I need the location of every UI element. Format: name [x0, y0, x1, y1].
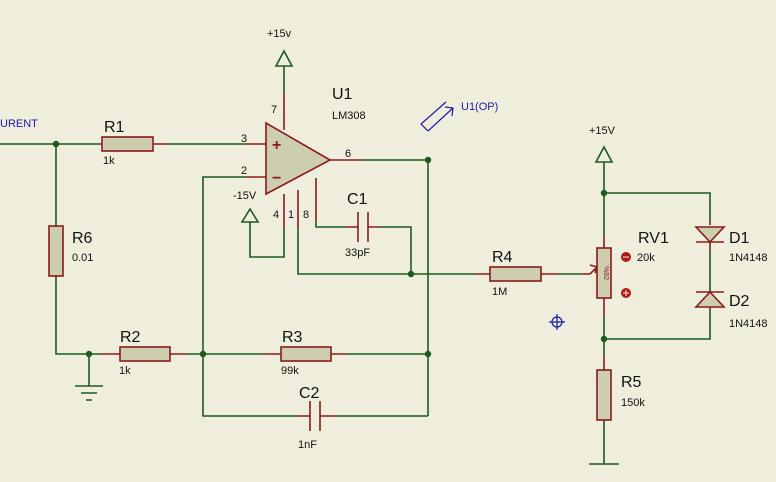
d2-name: D2 — [729, 293, 750, 310]
power-rail-icon: -15V — [233, 190, 260, 223]
power-rail-icon: +15V — [589, 125, 616, 163]
c1-name: C1 — [347, 191, 368, 208]
pin-1-label: 1 — [288, 209, 294, 221]
u1-part: LM308 — [332, 110, 366, 122]
capacitor-c1[interactable]: C1 33pF — [345, 191, 380, 259]
potentiometer-rv1[interactable]: %82 RV1 20k — [582, 230, 669, 316]
junction-dot — [199, 350, 207, 358]
u1-name: U1 — [332, 86, 353, 103]
r3-name: R3 — [282, 329, 303, 346]
r1-name: R1 — [104, 119, 125, 136]
resistor-r1[interactable]: R1 1k — [100, 119, 168, 167]
non-inverting-sign: + — [272, 137, 281, 154]
junction-dot — [407, 270, 415, 278]
capacitor-c2[interactable]: C2 1nF — [296, 385, 336, 451]
r3-value: 99k — [281, 365, 299, 377]
rv1-value: 20k — [637, 252, 655, 264]
c1-value: 33pF — [345, 247, 370, 259]
rail-opamp-pos-label: +15v — [267, 28, 292, 40]
resistor-r3[interactable]: R3 99k — [264, 329, 346, 377]
r4-name: R4 — [492, 249, 513, 266]
c2-name: C2 — [299, 385, 320, 402]
r4-value: 1M — [492, 286, 507, 298]
diode-d2[interactable]: D2 1N4148 — [694, 290, 768, 330]
pin-2-label: 2 — [241, 165, 247, 177]
op-amp-u1[interactable]: + − 3 2 6 7 4 1 8 U1 LM308 — [241, 86, 366, 228]
junction-dot — [600, 335, 608, 343]
pin-8-label: 8 — [303, 209, 309, 221]
r6-name: R6 — [72, 230, 93, 247]
pin-4-label: 4 — [273, 209, 279, 221]
d1-name: D1 — [729, 230, 750, 247]
junction-dot — [424, 350, 432, 358]
r6-value: 0.01 — [72, 252, 93, 264]
diode-d1[interactable]: D1 1N4148 — [694, 222, 768, 264]
output-probe[interactable]: U1(OP) — [420, 101, 498, 132]
pin-3-label: 3 — [241, 133, 247, 145]
probe-arrow-icon — [420, 101, 454, 132]
junction-dot — [52, 140, 60, 148]
pin-7-label: 7 — [271, 104, 277, 116]
d2-part: 1N4148 — [729, 318, 768, 330]
crosshair-icon — [549, 314, 565, 330]
r1-value: 1k — [103, 155, 115, 167]
output-probe-label: U1(OP) — [461, 101, 498, 113]
r2-name: R2 — [120, 329, 141, 346]
power-rail-icon: +15v — [267, 28, 294, 67]
pin-6-label: 6 — [345, 148, 351, 160]
r2-value: 1k — [119, 365, 131, 377]
input-probe-label[interactable]: URENT — [0, 118, 38, 130]
resistor-r5[interactable]: R5 150k — [596, 356, 645, 421]
resistor-r2[interactable]: R2 1k — [100, 329, 186, 377]
c2-value: 1nF — [298, 439, 317, 451]
r5-name: R5 — [621, 374, 642, 391]
rv1-name: RV1 — [638, 230, 669, 247]
rail-opamp-neg-label: -15V — [233, 190, 257, 202]
rv1-body-text: %82 — [602, 266, 609, 280]
junction-dot — [600, 189, 608, 197]
junctions — [52, 140, 608, 358]
rail-pot-pos-label: +15V — [589, 125, 616, 137]
resistor-r6[interactable]: R6 0.01 — [48, 225, 93, 277]
d1-part: 1N4148 — [729, 252, 768, 264]
ground-icon — [75, 354, 103, 401]
r5-value: 150k — [621, 397, 645, 409]
resistor-r4[interactable]: R4 1M — [476, 249, 558, 298]
inverting-sign: − — [272, 170, 281, 187]
junction-dot — [424, 156, 432, 164]
